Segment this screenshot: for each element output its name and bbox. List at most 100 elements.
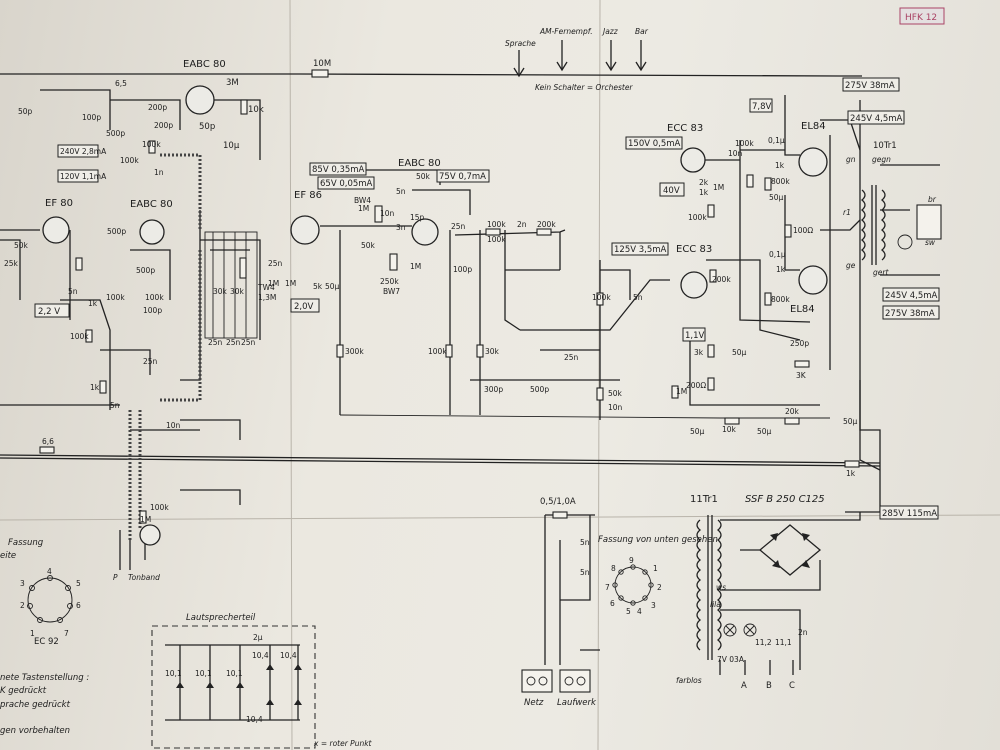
voltage-240v: 240V 2,8mA (60, 147, 107, 156)
tube-ecc83-mid (680, 271, 708, 299)
lbl-r-300k: 300k (345, 347, 364, 356)
pin-num-6: 6 (76, 601, 81, 610)
lbl-r-1m-d: 1M (713, 183, 724, 192)
lbl-c-10u: 10µ (223, 141, 240, 151)
lbl-c-50u-d: 50µ (690, 427, 705, 436)
lbl-r-50k-d: 50k (608, 389, 623, 398)
lbl-c-5n-f: 5n (580, 568, 590, 577)
lbl-ws: ws (716, 583, 726, 592)
voltage-2-2v: 2,2 V (38, 307, 60, 317)
lbl-netz: Netz (524, 698, 544, 708)
lbl-r-50k-b: 50k (361, 241, 376, 250)
lbl-c-200p-a: 200p (148, 103, 167, 112)
resistor-100ohm (784, 224, 792, 238)
socket9-pin-9: 9 (629, 556, 634, 565)
lbl-c-50u-e: 50µ (757, 427, 772, 436)
lbl-r-100k-i: 100k (592, 293, 611, 302)
lbl-r-3k: 3k (694, 348, 704, 357)
label-ecc83-mid: ECC 83 (676, 244, 712, 255)
lbl-r-100k-d: 100k (145, 293, 164, 302)
lbl-br: br (928, 195, 937, 204)
lbl-c-25n-e: 25n (241, 338, 256, 347)
resistor-100k-g (485, 228, 501, 236)
lbl-c-25n-d: 25n (226, 338, 241, 347)
lbl-c-500p-a: 500p (106, 129, 125, 138)
lbl-c-100p-c: 100p (453, 265, 472, 274)
tube-ecc83-top (680, 147, 706, 173)
switch-arrows (513, 40, 647, 78)
voltage-85v: 85V 0,35mA (312, 165, 365, 175)
switch-label-sprache: Sprache (505, 39, 536, 48)
fuse (552, 511, 568, 519)
resistor-100k-j (707, 204, 715, 218)
lbl-r-1k-d: 1k (775, 161, 785, 170)
lbl-speaker-title: Lautsprecherteil (186, 613, 256, 623)
lbl-r-100k-a: 100k (142, 140, 161, 149)
lbl-tp-b: B (766, 681, 772, 691)
voltage-275v-top: 275V 38mA (845, 81, 895, 91)
socket9-pin-1: 1 (653, 564, 658, 573)
lbl-s-10-1c: 10,1 (226, 669, 243, 678)
lbl-r-30k-a: 30k (213, 287, 228, 296)
socket9-pin-2: 2 (657, 583, 662, 592)
resistor-100k-e (85, 329, 93, 343)
switch-label-bar: Bar (635, 27, 649, 36)
resistor-10m (311, 69, 329, 78)
resistor-10k (240, 99, 248, 115)
socket9-pin-8: 8 (611, 564, 616, 573)
potentiometer-bw7 (389, 253, 398, 271)
shielded-cable (128, 153, 202, 540)
lbl-r-25k: 25k (4, 259, 19, 268)
sheet-ref-label: HFK 12 (905, 13, 937, 23)
lbl-c-2u: 2µ (253, 633, 263, 642)
lbl-r-800k-b: 800k (771, 295, 790, 304)
voltage-150v: 150V 0,5mA (628, 139, 681, 149)
lbl-tp-c: C (789, 681, 795, 691)
lbl-c-50u-f: 50µ (843, 417, 858, 426)
socket9-pin-4: 4 (637, 607, 642, 616)
lbl-c-25n-c: 25n (208, 338, 223, 347)
voltage-40v: 40V (663, 186, 680, 196)
lbl-c-10n-c: 10n (728, 149, 743, 158)
voltage-275v-bot: 275V 38mA (885, 309, 935, 319)
lbl-r-3k-b: 3K (796, 371, 807, 380)
pin-num-3: 3 (20, 579, 25, 588)
lbl-tw4: TW4 (257, 283, 275, 292)
lbl-r-100k-l: 100k (150, 503, 169, 512)
voltage-65v: 65V 0,05mA (320, 179, 373, 189)
lbl-c-50u-b: 50µ (769, 193, 784, 202)
lbl-c-50u-c: 50µ (732, 348, 747, 357)
resistor-100k-h (445, 344, 453, 358)
tube-eabc80-top (185, 85, 215, 115)
note-sprache-gedrueckt: prache gedrückt (0, 700, 71, 710)
note-eite: eite (0, 551, 16, 561)
lbl-c-2n-b: 2n (798, 628, 808, 637)
voltage-2-0v: 2,0V (294, 302, 314, 312)
lbl-r-2k: 2k (699, 178, 709, 187)
resistor-100k-k (746, 174, 754, 188)
resistor-200k (536, 228, 552, 236)
lbl-c-50p-b: 50p (18, 107, 33, 116)
resistor-30k (476, 344, 484, 358)
resistor-1k (99, 380, 107, 394)
voltage-245v-bot: 245V 4,5mA (885, 291, 938, 301)
lbl-c-250p: 250p (790, 339, 809, 348)
lbl-r-50k: 50k (14, 241, 29, 250)
pin-num-7: 7 (64, 629, 69, 638)
lbl-c-100p: 100p (82, 113, 101, 122)
lbl-r-30k-b: 30k (230, 287, 245, 296)
resistor-800k-a (764, 177, 772, 191)
lbl-r-1m-b: 1M (285, 279, 296, 288)
lbl-r-1k-b: 1k (90, 383, 100, 392)
lbl-r-1m-a: 1M (268, 279, 279, 288)
lbl-r-30k-c: 30k (485, 347, 500, 356)
lbl-s-10-1b: 10,1 (195, 669, 212, 678)
terminals (521, 660, 794, 693)
bridge-rectifier (758, 524, 822, 576)
voltage-125v: 125V 3,5mA (614, 245, 667, 255)
resistor-200ohm (707, 377, 715, 391)
lbl-r-1k: 1k (88, 299, 98, 308)
speaker-section (151, 625, 316, 749)
resistor-200k-b (709, 269, 717, 283)
